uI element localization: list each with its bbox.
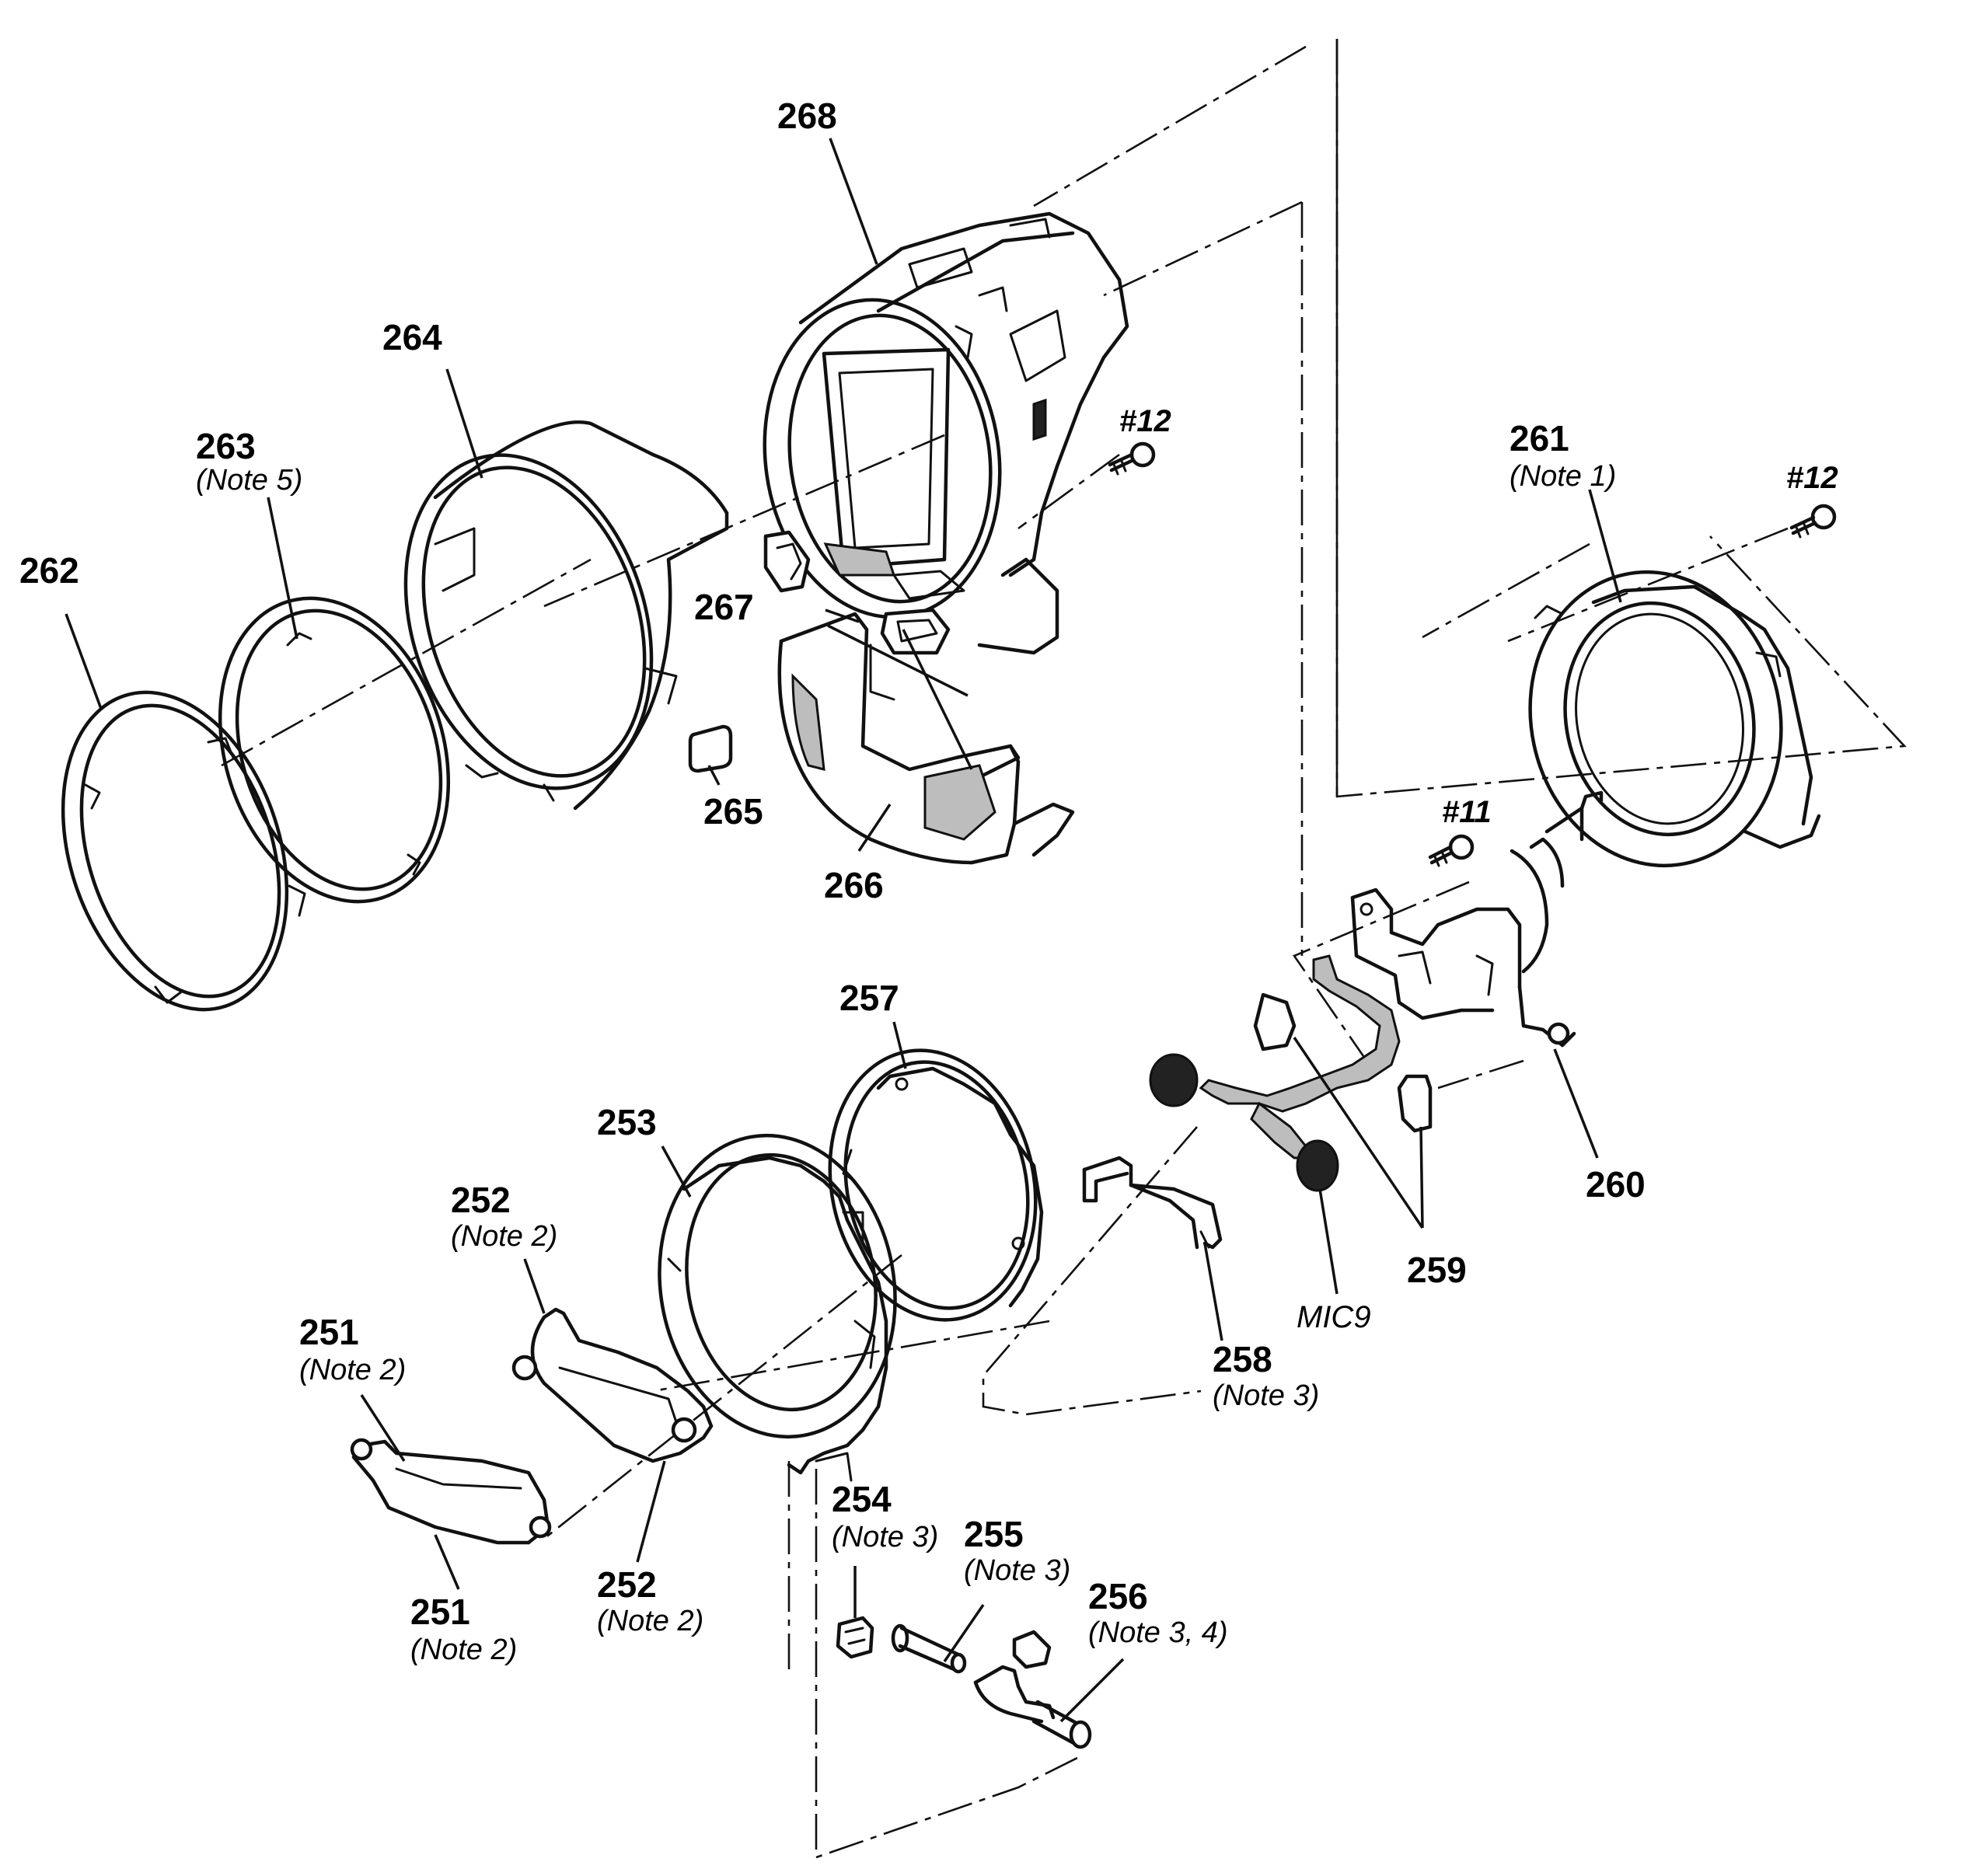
note-258: (Note 3) bbox=[1213, 1379, 1319, 1412]
part-256-lever bbox=[973, 1630, 1092, 1749]
screw-12-frame bbox=[1108, 441, 1156, 476]
part-264-barrel bbox=[403, 420, 729, 811]
screw-12-right bbox=[1789, 504, 1837, 539]
label-260: 260 bbox=[1586, 1164, 1646, 1205]
assembly-guide-lines bbox=[221, 39, 1907, 1859]
part-251-blade bbox=[350, 1438, 552, 1545]
part-266-lower-cover bbox=[777, 612, 1075, 865]
label-254: 254 bbox=[832, 1479, 892, 1519]
label-264: 264 bbox=[382, 317, 442, 357]
label-255: 255 bbox=[964, 1514, 1024, 1554]
leader-lines bbox=[65, 138, 1622, 1723]
part-257-stamped-ring bbox=[828, 1048, 1044, 1322]
label-261: 261 bbox=[1510, 418, 1569, 459]
label-253: 253 bbox=[597, 1102, 657, 1142]
label-251-upper: 251 bbox=[299, 1312, 359, 1352]
mic-label: MIC9 bbox=[1297, 1300, 1371, 1334]
part-260-bracket bbox=[1350, 790, 1604, 1048]
part-labels: 268 264 263 (Note 5) 262 #12 267 265 266… bbox=[19, 96, 1838, 1666]
part-259-pads-and-mic-flex bbox=[1149, 954, 1433, 1192]
label-252-lower: 252 bbox=[597, 1564, 657, 1605]
part-258-bracket bbox=[1082, 1156, 1223, 1250]
label-258: 258 bbox=[1213, 1339, 1272, 1379]
note-254: (Note 3) bbox=[832, 1521, 938, 1553]
label-262: 262 bbox=[19, 550, 79, 591]
part-254-block bbox=[836, 1616, 874, 1659]
note-252-lower: (Note 2) bbox=[597, 1605, 703, 1637]
label-252-upper: 252 bbox=[451, 1180, 511, 1220]
label-257: 257 bbox=[839, 978, 899, 1018]
label-251-lower: 251 bbox=[410, 1592, 470, 1632]
label-266: 266 bbox=[824, 865, 884, 905]
screw-label-12-frame: #12 bbox=[1119, 404, 1171, 438]
part-253-ring-frame bbox=[658, 1133, 897, 1482]
label-267: 267 bbox=[694, 587, 754, 627]
note-261: (Note 1) bbox=[1510, 460, 1616, 493]
screw-label-11: #11 bbox=[1442, 795, 1492, 829]
part-262-front-ring bbox=[61, 690, 306, 1012]
part-263-thin-ring bbox=[218, 596, 451, 904]
note-251-upper: (Note 2) bbox=[299, 1354, 406, 1386]
note-256: (Note 3, 4) bbox=[1088, 1616, 1228, 1649]
part-261-rear-ring bbox=[1528, 570, 1821, 868]
note-252-upper: (Note 2) bbox=[451, 1220, 557, 1253]
label-268: 268 bbox=[777, 96, 837, 136]
note-251-lower: (Note 2) bbox=[410, 1634, 517, 1666]
part-265-pad bbox=[688, 724, 733, 773]
part-268-main-frame bbox=[763, 211, 1129, 655]
label-259: 259 bbox=[1407, 1250, 1467, 1290]
label-265: 265 bbox=[703, 791, 763, 832]
part-267-gaskets bbox=[763, 530, 951, 655]
screw-11 bbox=[1428, 834, 1475, 867]
note-255: (Note 3) bbox=[964, 1554, 1070, 1587]
screw-label-12-right: #12 bbox=[1786, 461, 1838, 495]
label-263: 263 bbox=[196, 426, 256, 466]
note-263: (Note 5) bbox=[196, 464, 302, 497]
part-252-blade bbox=[511, 1307, 714, 1463]
label-256: 256 bbox=[1088, 1576, 1148, 1616]
